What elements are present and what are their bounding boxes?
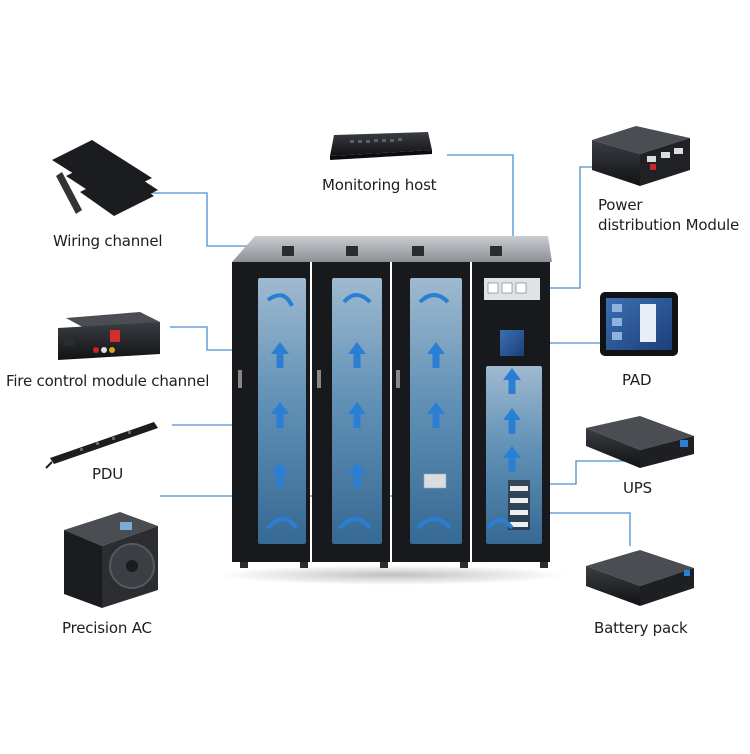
label-battery-pack: Battery pack	[594, 619, 688, 637]
connector-battery-pack	[530, 512, 631, 546]
label-pad: PAD	[622, 371, 652, 389]
label-fire-control: Fire control module channel	[6, 372, 210, 390]
cabinet-roof	[232, 236, 552, 262]
wiring-channel-device	[52, 140, 158, 216]
precision-ac-device	[64, 512, 158, 608]
label-monitoring-host: Monitoring host	[322, 176, 437, 194]
label-ups: UPS	[623, 479, 652, 497]
battery-pack-device	[586, 550, 694, 606]
cabinet-2	[312, 262, 390, 562]
cabinet-feet	[240, 562, 548, 568]
floor-shadow	[217, 565, 567, 585]
label-wiring-channel: Wiring channel	[53, 232, 163, 250]
connector-wiring-channel	[140, 192, 255, 247]
cabinet-1	[232, 262, 310, 562]
pad-screen	[500, 330, 524, 356]
pdu-device	[45, 422, 158, 469]
cabinet-3	[392, 262, 470, 562]
cabinet-display	[423, 473, 447, 489]
fire-control-device	[58, 312, 160, 360]
power-distribution-device	[592, 126, 690, 186]
connector-ups	[530, 460, 650, 485]
pad-device	[600, 292, 678, 356]
connector-fire-control	[170, 326, 238, 351]
monitoring-host-device	[330, 132, 432, 160]
label-pdu: PDU	[92, 465, 123, 483]
label-power-line2: distribution Module	[598, 216, 739, 234]
cabinet-4	[472, 262, 550, 562]
label-precision-ac: Precision AC	[62, 619, 152, 637]
ups-device	[586, 416, 694, 468]
label-power-line1: Power	[598, 196, 643, 214]
